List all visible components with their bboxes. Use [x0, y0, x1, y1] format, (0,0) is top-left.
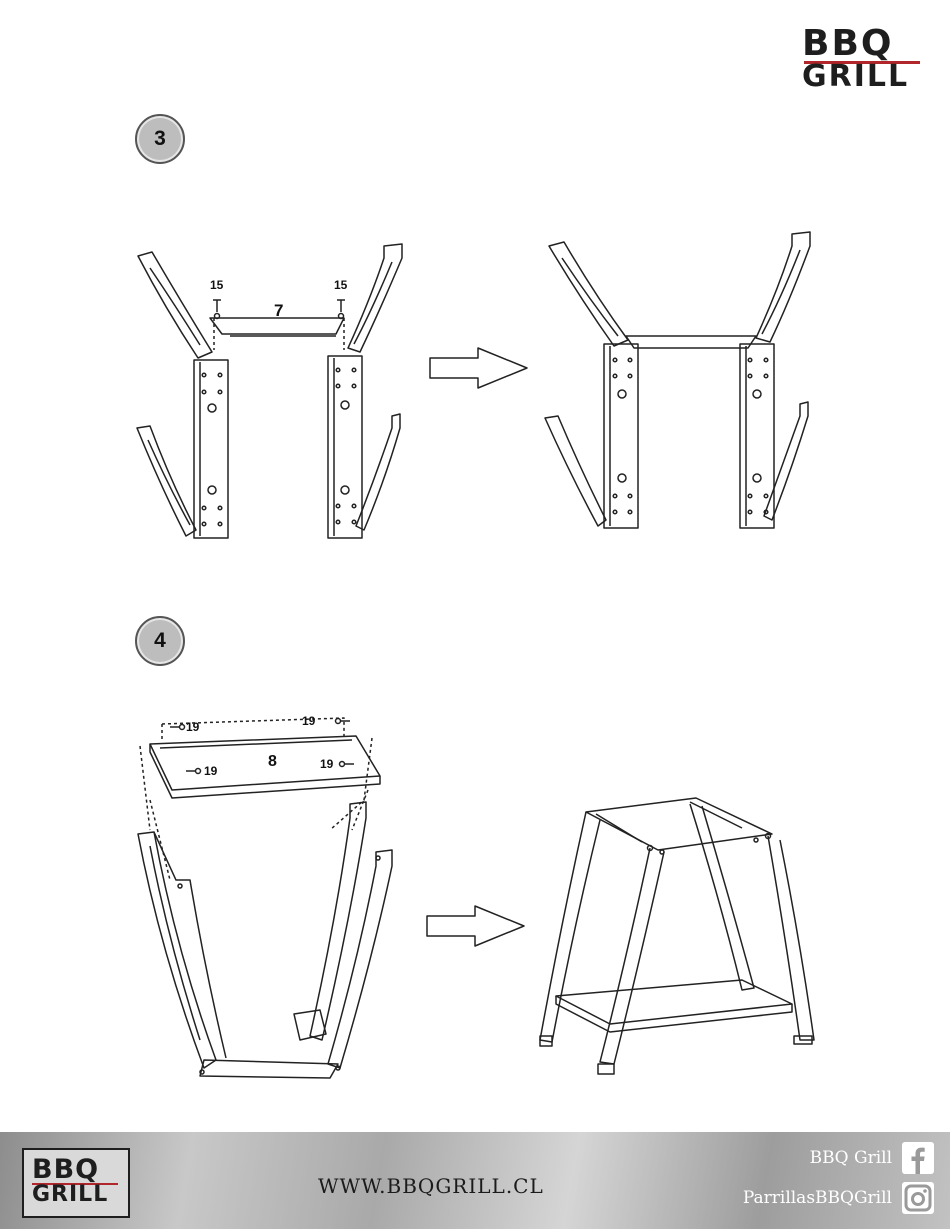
instagram-label: ParrillasBBQGrill [743, 1188, 892, 1208]
website-link[interactable]: WWW.BBQGRILL.CL [318, 1174, 544, 1198]
facebook-link[interactable]: BBQ Grill [810, 1142, 934, 1174]
step3-label-15b: 15 [334, 278, 348, 292]
step4-label-19b: 19 [302, 714, 316, 728]
instagram-link[interactable]: ParrillasBBQGrill [743, 1182, 934, 1214]
step4-after-illustration [540, 798, 814, 1074]
step3-after-illustration [545, 232, 810, 528]
step3-label-7: 7 [274, 301, 283, 320]
step4-label-19c: 19 [204, 764, 218, 778]
step4-label-19d: 19 [320, 757, 334, 771]
step3-label-15a: 15 [210, 278, 224, 292]
footer-logo-line1: BBQ [32, 1156, 99, 1183]
assembly-diagrams: 15 15 7 [0, 0, 950, 1132]
footer-logo-line2: GRILL [32, 1184, 108, 1206]
footer-bar: BBQ GRILL WWW.BBQGRILL.CL BBQ Grill Parr… [0, 1132, 950, 1229]
step3-before-illustration: 15 15 7 [137, 244, 402, 538]
step4-label-8: 8 [268, 753, 277, 770]
facebook-icon [902, 1142, 934, 1174]
step4-arrow [427, 906, 524, 946]
step4-before-illustration: 19 19 19 19 8 [138, 714, 392, 1078]
instagram-icon [902, 1182, 934, 1214]
step4-label-19a: 19 [186, 720, 200, 734]
step3-arrow [430, 348, 527, 388]
footer-logo: BBQ GRILL [22, 1148, 130, 1218]
facebook-label: BBQ Grill [810, 1148, 892, 1168]
